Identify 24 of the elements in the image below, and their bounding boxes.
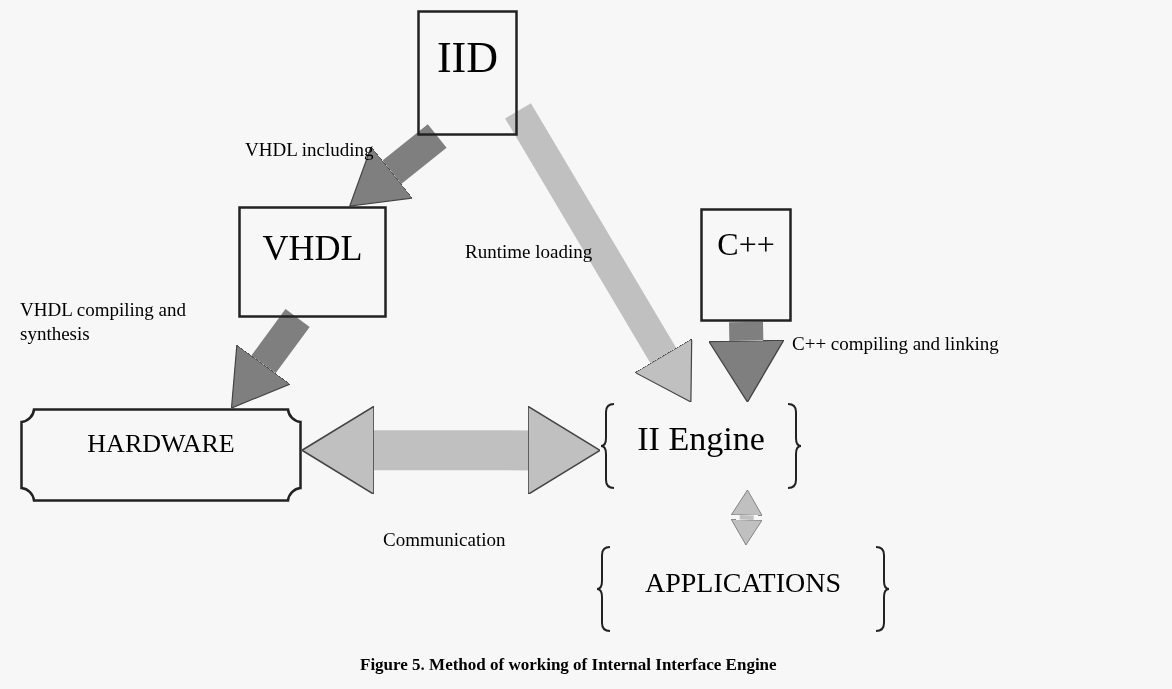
process-box: [700, 208, 792, 322]
brace-group: [596, 545, 890, 633]
node-label: HARDWARE: [87, 428, 235, 460]
figure-caption: Figure 5. Method of working of Internal Interface Engine: [360, 654, 777, 676]
node-label: IID: [436, 32, 499, 84]
block-arrow: [505, 103, 693, 403]
edge-label: VHDL including: [245, 138, 375, 162]
process-box: [417, 10, 518, 136]
block-arrow: [230, 309, 310, 409]
node-label: APPLICATIONS: [645, 566, 841, 600]
edge-label: C++ compiling and linking: [792, 332, 1000, 356]
block-arrow: [730, 489, 763, 546]
block-arrow: [349, 124, 447, 207]
edge-label: VHDL compiling and synthesis: [20, 298, 188, 346]
edge-label: Communication: [383, 528, 507, 552]
node-label: VHDL: [262, 227, 363, 270]
block-arrow: [708, 321, 785, 403]
node-label: C++: [717, 225, 775, 264]
brace-group: [600, 402, 802, 490]
edge-label: Runtime loading: [465, 240, 594, 264]
block-arrow: [301, 405, 601, 496]
node-label: II Engine: [637, 419, 765, 459]
process-box: [238, 206, 387, 318]
process-box: [20, 408, 302, 502]
